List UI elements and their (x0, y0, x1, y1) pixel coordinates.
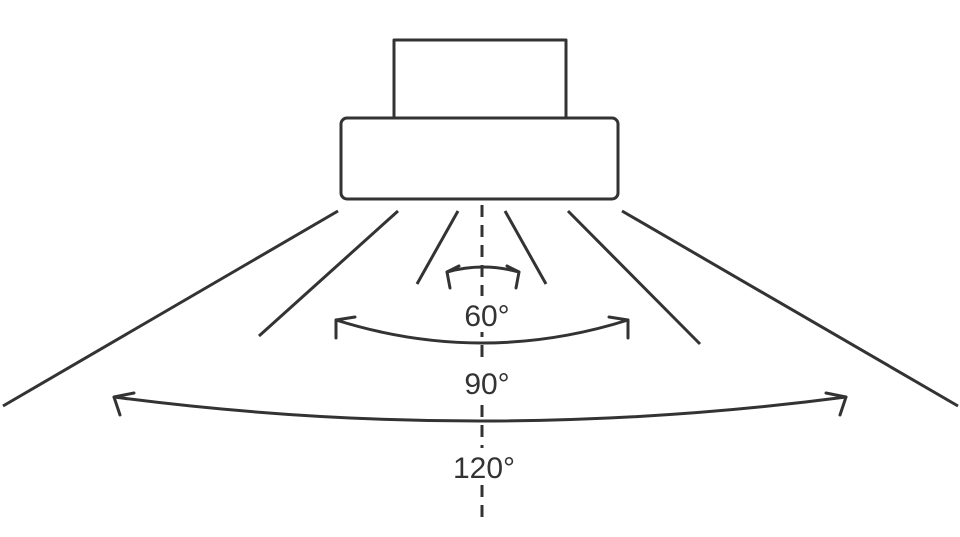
arrowhead-90-left (334, 315, 357, 340)
arrowhead-90-right (607, 315, 630, 340)
angle-arcs (112, 264, 848, 423)
beam-line-90-right (566, 209, 702, 346)
arrowhead-120-left (112, 391, 136, 417)
light-fixture (339, 38, 620, 201)
angle-label-60: 60° (464, 300, 509, 333)
arc-120 (112, 395, 848, 423)
beam-line-120-left (2, 209, 339, 408)
angle-label-90: 90° (464, 368, 509, 401)
beam-line-60-right (503, 210, 548, 285)
beam-line-120-right (621, 209, 959, 408)
arc-90 (334, 318, 630, 345)
angle-labels: 60° 90° 120° (448, 296, 520, 485)
beam-lines (2, 209, 959, 408)
arrowhead-60-left (445, 264, 461, 290)
arrowhead-120-right (824, 391, 848, 417)
fixture-top-housing (392, 38, 568, 120)
arrowhead-60-right (505, 264, 521, 290)
fixture-base-housing (339, 116, 620, 201)
beam-line-60-left (415, 210, 460, 285)
angle-label-120: 120° (453, 452, 515, 485)
beam-line-90-left (257, 209, 400, 338)
